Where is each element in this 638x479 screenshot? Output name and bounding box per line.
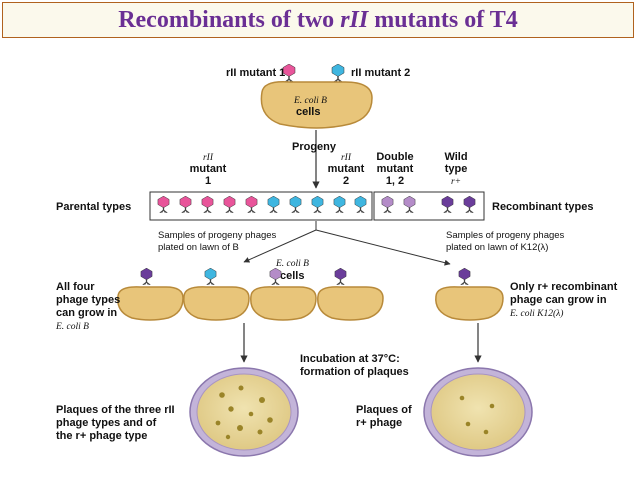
col-double-b: mutant (377, 163, 414, 175)
mid-phage-wild-icon (334, 268, 347, 285)
mid-phage-blue-icon (204, 268, 217, 285)
mid-phage-wild-icon (140, 268, 153, 285)
label-all-four-4: E. coli B (55, 322, 89, 332)
ecoli-k12-cell (435, 286, 504, 321)
col-double-a: Double (376, 151, 413, 163)
col-wild-a: Wild (444, 151, 467, 163)
col-double-c: 1, 2 (386, 175, 404, 187)
col-wild-b: type (445, 163, 468, 175)
label-samples-right-2: plated on lawn of K12(λ) (446, 242, 548, 253)
col-rii1-c: 1 (205, 175, 211, 187)
label-incubation-1: Incubation at 37°C: (300, 353, 400, 365)
label-plaques-left-1: Plaques of the three rII (56, 404, 175, 416)
arrow-left (243, 229, 317, 263)
label-cells-mid: cells (280, 270, 304, 282)
col-wild-c: r+ (451, 177, 461, 187)
label-ecoli-b-top: E. coli B (293, 96, 327, 106)
label-incubation-2: formation of plaques (300, 366, 409, 378)
recombinant-box (373, 191, 485, 221)
label-parental-types: Parental types (56, 201, 131, 213)
col-rii1-b: mutant (190, 163, 227, 175)
col-rii2-c: 2 (343, 175, 349, 187)
label-all-four-3: can grow in (56, 307, 117, 319)
label-only-r-1: Only r+ recombinant (510, 281, 618, 293)
title-box: Recombinants of two rII mutants of T4 (2, 2, 634, 38)
label-samples-left-2: plated on lawn of B (158, 242, 239, 253)
label-only-r-2: phage can grow in (510, 294, 607, 306)
label-all-four-1: All four (56, 281, 95, 293)
col-rii2-b: mutant (328, 163, 365, 175)
label-cells-top: cells (296, 106, 320, 118)
ecoli-b-cells-row (117, 286, 384, 321)
col-rii2-a: rII (341, 153, 352, 163)
petri-dish-right (423, 367, 533, 457)
label-samples-right-1: Samples of progeny phages (446, 230, 565, 241)
arrow-right (315, 229, 451, 266)
col-rii1-a: rII (203, 153, 214, 163)
label-samples-left-1: Samples of progeny phages (158, 230, 277, 241)
mid-phage-double-icon (269, 268, 282, 285)
phage-mutant2-icon (331, 64, 345, 82)
ecoli-b-cell (183, 286, 250, 321)
label-ecoli-b-mid: E. coli B (275, 259, 309, 269)
mid-phage-wild-icon (458, 268, 471, 285)
label-plaques-left-2: phage types and of (56, 417, 157, 429)
label-only-r-3: E. coli K12(λ) (509, 308, 563, 319)
label-rii-mutant-2: rII mutant 2 (351, 67, 410, 79)
label-all-four-2: phage types (56, 294, 120, 306)
label-plaques-right-2: r+ phage (356, 417, 402, 429)
ecoli-b-cell (117, 286, 184, 321)
ecoli-b-cell (250, 286, 317, 321)
label-plaques-right-1: Plaques of (356, 404, 412, 416)
label-recombinant-types: Recombinant types (492, 201, 593, 213)
page-title: Recombinants of two rII mutants of T4 (118, 7, 518, 33)
label-progeny: Progeny (292, 141, 337, 153)
label-rii-mutant-1: rII mutant 1 (226, 67, 285, 79)
label-plaques-left-3: the r+ phage type (56, 430, 147, 442)
petri-dish-left (189, 367, 299, 457)
ecoli-b-cell-top (260, 80, 373, 129)
ecoli-b-cell (317, 286, 384, 321)
